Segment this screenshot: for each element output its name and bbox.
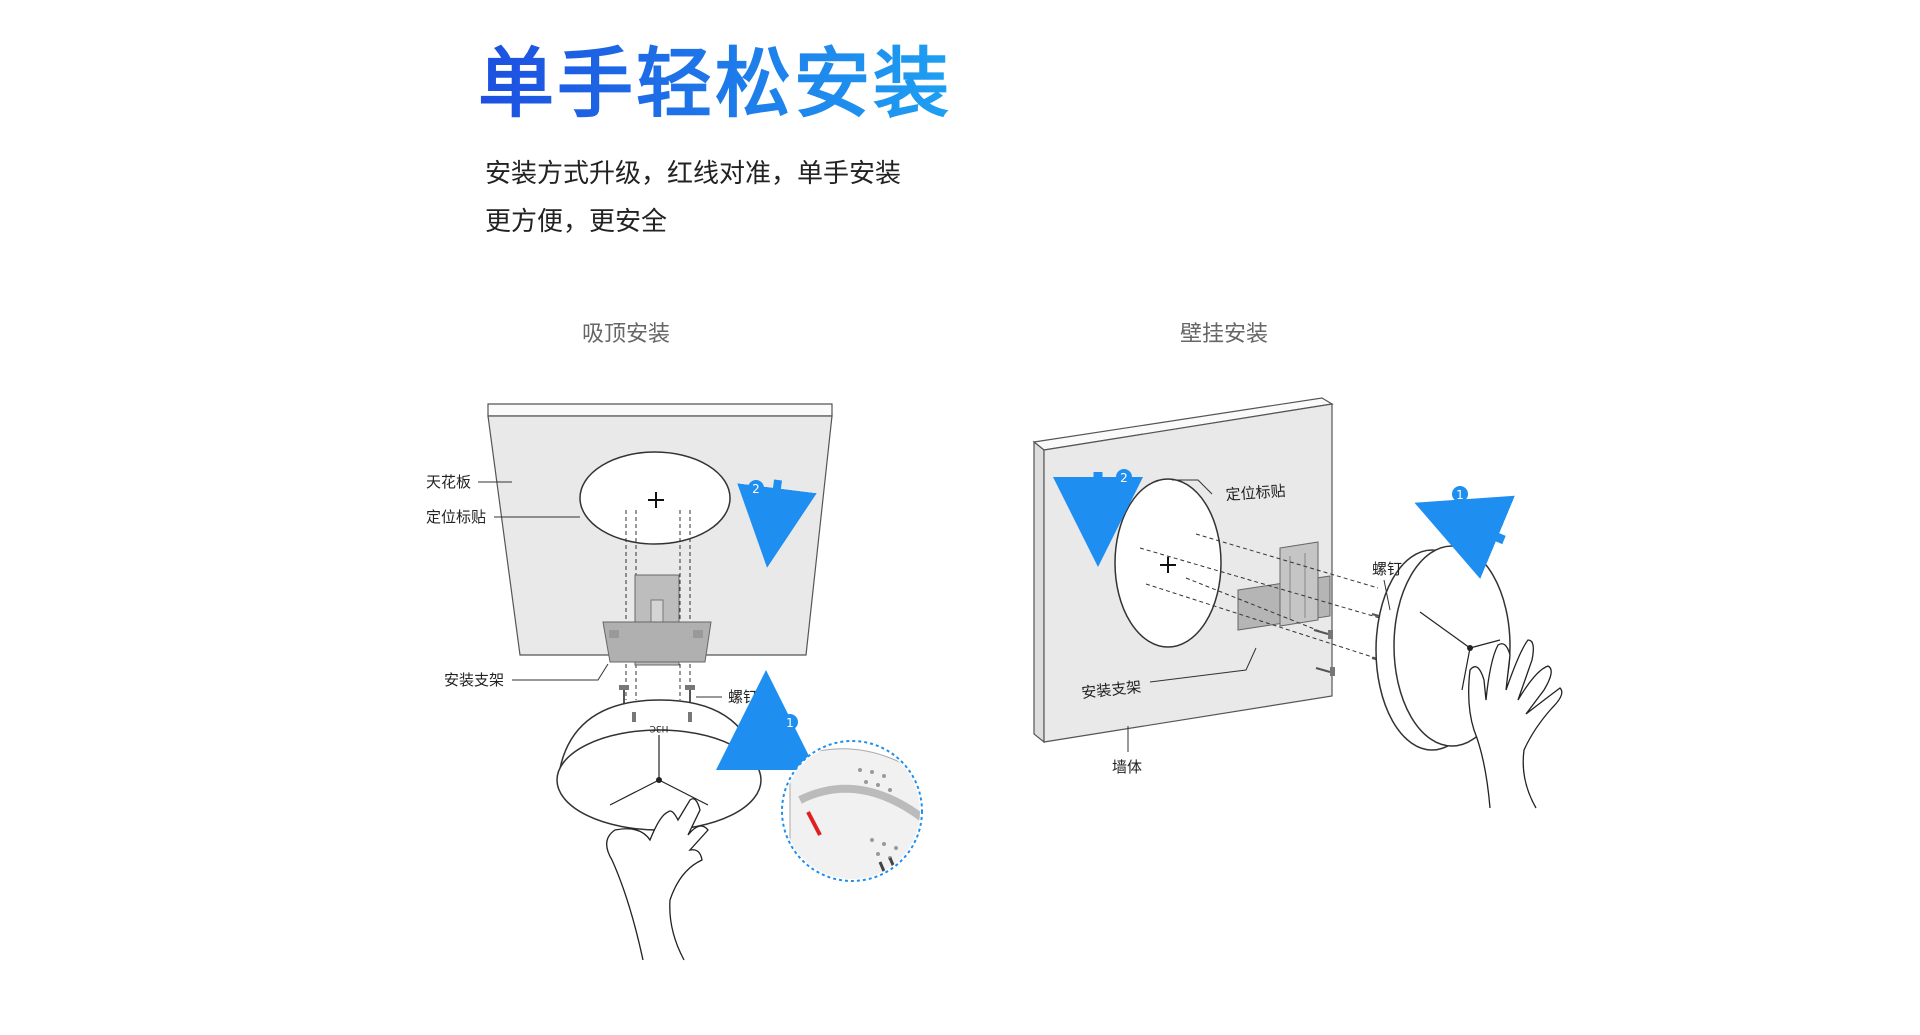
wall-install-title: 壁挂安装: [1180, 322, 1269, 347]
wall-scene: 定位标贴 螺钉 安装支架 墙体 2 1: [1032, 397, 1563, 809]
ceiling-mount-bracket: [602, 574, 712, 666]
label-ceiling-marker: 定位标贴: [426, 508, 486, 526]
wall-step-1-arrow: 1: [1414, 486, 1515, 579]
wall-step-1-badge: 1: [1456, 488, 1464, 502]
screw-icon: [1313, 629, 1333, 639]
ceiling-scene: H3C 天花板 定位标贴 安装支架 螺钉 2 1: [426, 403, 923, 961]
page-subtitle: 安装方式升级，红线对准，单手安装 更方便，更安全: [485, 150, 901, 246]
label-ceiling: 天花板: [426, 473, 471, 491]
subtitle-line-1: 安装方式升级，红线对准，单手安装: [485, 159, 902, 189]
wall-step-2-arrow: 2: [1053, 469, 1143, 567]
label-wall: 墙体: [1112, 758, 1142, 776]
ceiling-marker-sticker: [579, 451, 731, 545]
step-1-badge: 1: [786, 716, 794, 730]
wall-step-2-badge: 2: [1120, 471, 1128, 485]
wall-guide-lines: [1139, 533, 1389, 663]
screw-icon: [1315, 667, 1335, 676]
ceiling-hand-illustration: [606, 798, 709, 961]
label-ceiling-bracket: 安装支架: [444, 671, 504, 689]
zoom-detail-red-line: [781, 740, 923, 882]
step-2-badge: 2: [752, 482, 760, 496]
ceiling-step-1-arrow: 1: [716, 670, 816, 770]
ceiling-step-2-arrow: 2: [737, 479, 817, 568]
device-logo: H3C: [650, 723, 669, 733]
wall-hand-illustration: [1468, 639, 1563, 809]
ceiling-ap-device: H3C: [556, 699, 762, 831]
ceiling-install-title: 吸顶安装: [582, 322, 671, 347]
label-ceiling-screw: 螺钉: [728, 688, 758, 706]
wall-mount-bracket: [1237, 541, 1331, 631]
subtitle-line-2: 更方便，更安全: [485, 207, 668, 237]
label-wall-marker: 定位标贴: [1225, 482, 1286, 504]
label-wall-screw: 螺钉: [1372, 560, 1402, 578]
page-title: 单手轻松安装: [478, 36, 952, 132]
wall-marker-sticker: [1114, 478, 1222, 648]
